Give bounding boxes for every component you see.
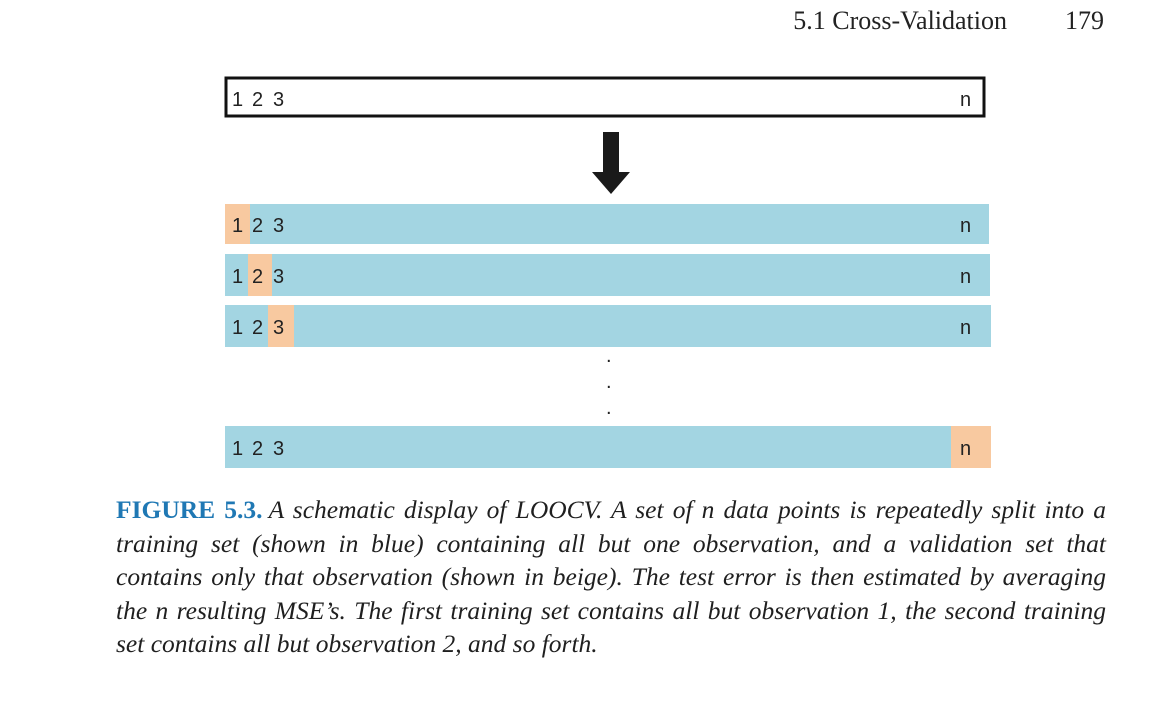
running-header: 5.1 Cross-Validation 179 (793, 6, 1104, 36)
split-n-label-1: 1 (232, 438, 243, 460)
full-set-label-2: 2 (252, 89, 263, 111)
split-2-label-1: 1 (232, 266, 243, 288)
training-bar (225, 305, 991, 347)
split-3-label-3: 3 (273, 317, 284, 339)
split-2-label-3: 3 (273, 266, 284, 288)
split-1-label-1: 1 (232, 215, 243, 237)
caption-text: A schematic display of LOOCV. A set of n… (116, 495, 1106, 659)
full-set-label-1: 1 (232, 89, 243, 111)
ellipsis-dot-1: . (606, 345, 612, 367)
split-row-3: 1 2 3 n (225, 305, 991, 347)
split-row-n: 1 2 3 n (225, 426, 991, 468)
split-n-label-2: 2 (252, 438, 263, 460)
split-3-label-1: 1 (232, 317, 243, 339)
split-1-label-2: 2 (252, 215, 263, 237)
validation-cell (225, 204, 250, 244)
split-n-label-n: n (960, 438, 971, 460)
down-arrow-icon (592, 132, 630, 194)
validation-cell (951, 426, 991, 468)
training-bar (225, 204, 989, 244)
training-bar (225, 426, 991, 468)
split-row-1: 1 2 3 n (225, 204, 989, 244)
ellipsis-dot-2: . (606, 371, 612, 393)
ellipsis-dot-3: . (606, 397, 612, 419)
split-1-label-3: 3 (273, 215, 284, 237)
validation-cell (268, 305, 294, 347)
split-1-label-n: n (960, 215, 971, 237)
section-title: 5.1 Cross-Validation (793, 6, 1007, 35)
full-set-label-3: 3 (273, 89, 284, 111)
split-3-label-2: 2 (252, 317, 263, 339)
split-3-label-n: n (960, 317, 971, 339)
full-set-label-n: n (960, 89, 971, 111)
loocv-diagram: 1 2 3 n 1 2 3 n 1 2 3 n 1 2 3 n . . . (224, 76, 991, 468)
figure-caption: FIGURE 5.3.A schematic display of LOOCV.… (116, 493, 1106, 661)
split-n-label-3: 3 (273, 438, 284, 460)
full-set-bar (224, 76, 986, 118)
figure-label: FIGURE 5.3. (116, 495, 263, 524)
validation-cell (248, 254, 272, 296)
split-2-label-2: 2 (252, 266, 263, 288)
split-row-2: 1 2 3 n (225, 254, 990, 296)
training-bar (225, 254, 990, 296)
split-2-label-n: n (960, 266, 971, 288)
page-number: 179 (1065, 6, 1104, 35)
